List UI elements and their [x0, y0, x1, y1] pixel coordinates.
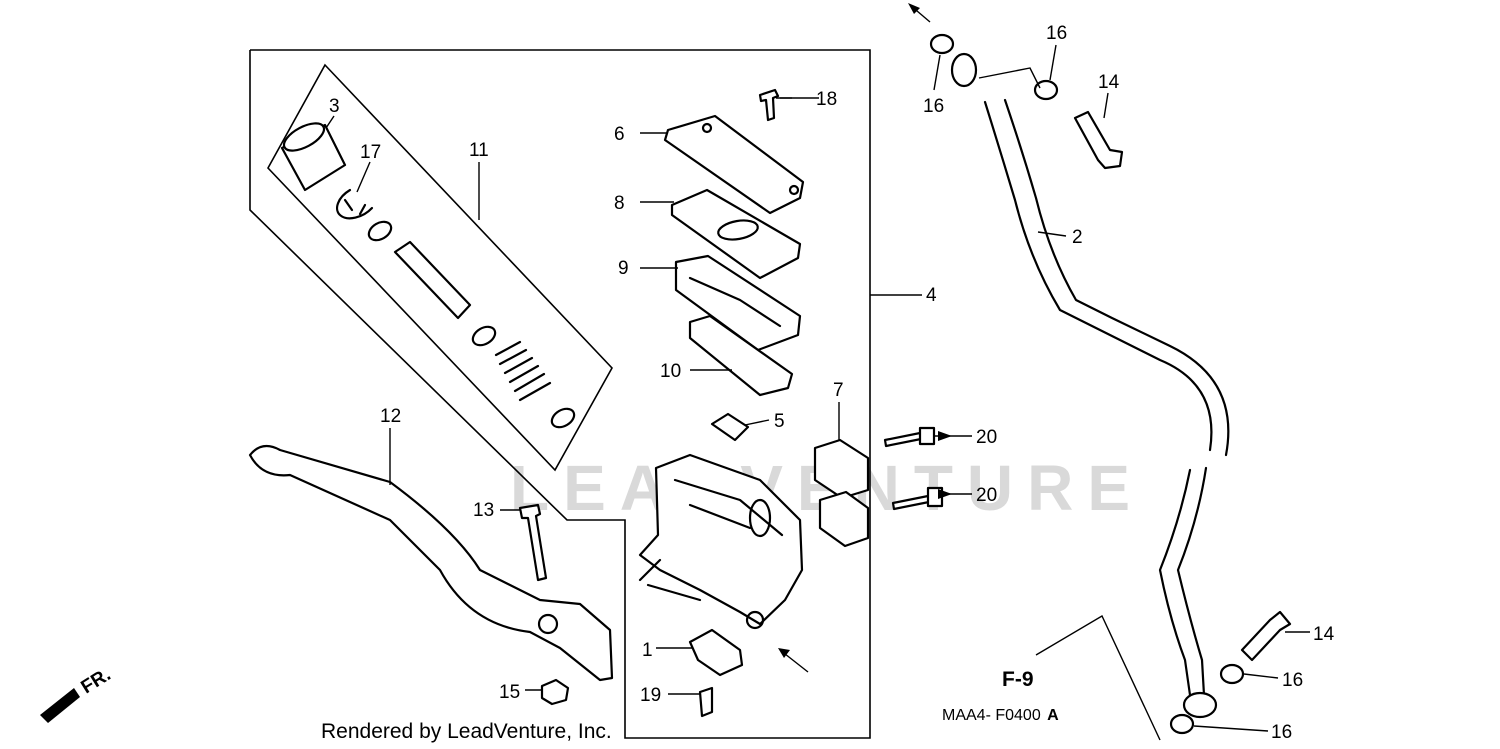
- callout-16-top-left: 16: [923, 96, 944, 117]
- piston-set-part[interactable]: [366, 218, 578, 431]
- piston-kit-bracket: [267, 63, 613, 472]
- callout-1: 1: [642, 640, 653, 661]
- diaphragm-part[interactable]: [674, 254, 802, 352]
- sealing-washer-1-part[interactable]: [929, 33, 955, 55]
- sealing-washer-3-part[interactable]: [1219, 663, 1245, 685]
- hose-banjo-upper-part[interactable]: [950, 52, 978, 88]
- pivot-nut-part[interactable]: [540, 678, 570, 706]
- credit-line: Rendered by LeadVenture, Inc.: [321, 720, 612, 743]
- oil-bolt-upper-part[interactable]: [1073, 110, 1124, 170]
- master-cylinder-body-part[interactable]: [638, 453, 804, 626]
- callout-16-bottom: 16: [1271, 722, 1292, 743]
- callout-14-lower: 14: [1313, 624, 1335, 645]
- callout-8: 8: [614, 193, 625, 214]
- oil-bolt-lower-part[interactable]: [1240, 610, 1292, 662]
- pivot-bolt-part[interactable]: [518, 503, 548, 582]
- callout-15: 15: [499, 682, 520, 703]
- holder-bolt-upper-part[interactable]: [883, 426, 936, 448]
- diagram-code-suffix: A: [1047, 707, 1059, 724]
- diaphragm-plate-part[interactable]: [670, 188, 802, 280]
- diagram-code: MAA4- F0400 A: [942, 707, 1059, 724]
- callout-5: 5: [774, 411, 785, 432]
- direction-arrows: [778, 3, 952, 673]
- float-plate-part[interactable]: [688, 314, 794, 397]
- reservoir-cap-part[interactable]: [663, 114, 805, 215]
- sealing-washer-4-part[interactable]: [1169, 713, 1195, 735]
- assembly-frame: [249, 49, 871, 739]
- callout-18: 18: [816, 89, 837, 110]
- leader-lines: [325, 44, 1310, 741]
- callout-4: 4: [926, 285, 937, 306]
- callout-2: 2: [1072, 227, 1083, 248]
- callout-12: 12: [380, 406, 401, 427]
- reference-section[interactable]: F-9: [1002, 668, 1034, 691]
- boot-part[interactable]: [280, 118, 347, 192]
- callout-19: 19: [640, 685, 661, 706]
- callout-7: 7: [833, 380, 844, 401]
- callout-10: 10: [660, 361, 681, 382]
- hose-banjo-lower-part[interactable]: [1182, 691, 1218, 719]
- callout-20-upper: 20: [976, 427, 997, 448]
- front-direction-marker: FR.: [40, 664, 115, 723]
- stopper-clip-part[interactable]: [710, 412, 750, 442]
- brake-lever-part[interactable]: [248, 444, 614, 682]
- holder-part[interactable]: [813, 438, 870, 548]
- switch-screw-part[interactable]: [698, 686, 714, 718]
- callout-11: 11: [469, 140, 489, 161]
- cap-screw-part[interactable]: [758, 88, 780, 122]
- callout-13: 13: [473, 500, 494, 521]
- callout-16-top-right: 16: [1046, 23, 1067, 44]
- stop-switch-part[interactable]: [688, 628, 744, 677]
- callout-14-upper: 14: [1098, 72, 1120, 93]
- circlip-part[interactable]: [335, 188, 374, 220]
- sealing-washer-2-part[interactable]: [1033, 79, 1059, 101]
- callout-6: 6: [614, 124, 625, 145]
- callout-3: 3: [329, 96, 340, 117]
- callout-17: 17: [360, 142, 381, 163]
- callout-20-lower: 20: [976, 485, 997, 506]
- svg-text:FR.: FR.: [78, 664, 115, 698]
- callout-16-mid: 16: [1282, 670, 1303, 691]
- brake-hose-part[interactable]: [983, 100, 1213, 452]
- callout-9: 9: [618, 258, 629, 279]
